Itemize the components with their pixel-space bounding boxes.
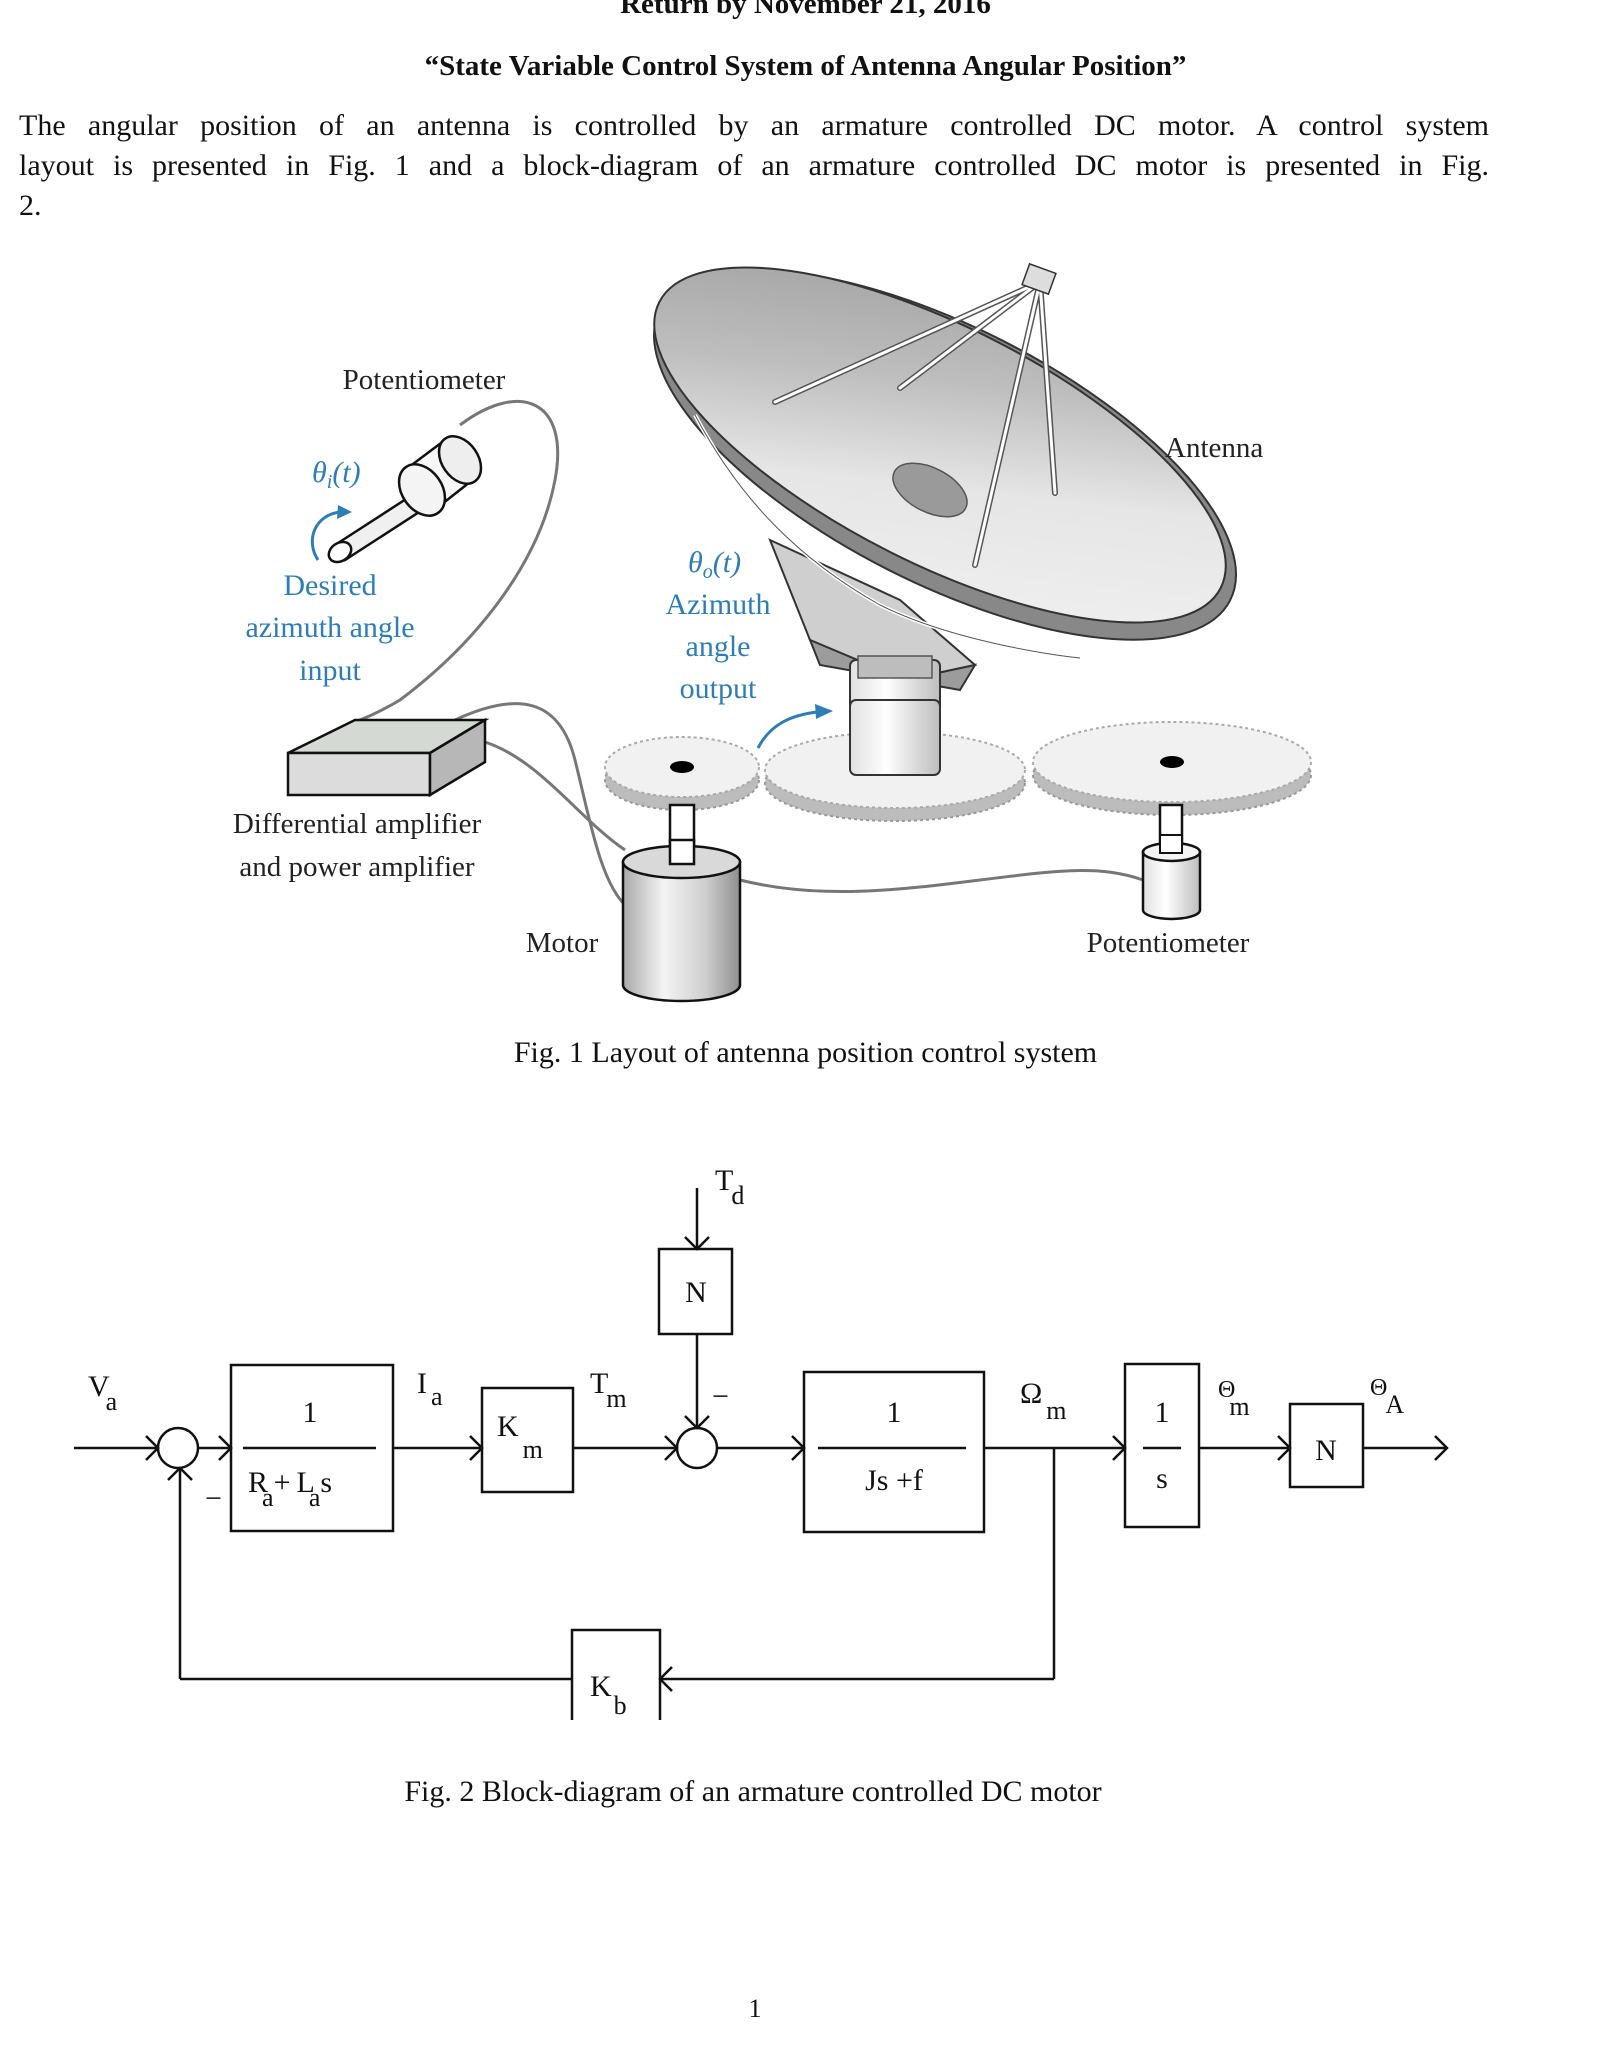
antenna-dish-icon xyxy=(653,262,1237,660)
label-va: Va xyxy=(88,1370,118,1416)
cables xyxy=(354,399,1144,907)
input-potentiometer-icon xyxy=(310,435,483,564)
label-output-1: Azimuth xyxy=(666,588,771,621)
integrator-denominator: s xyxy=(1156,1462,1168,1495)
label-theta-o: θo(t) xyxy=(688,546,741,583)
label-motor: Motor xyxy=(526,927,599,959)
label-desired-2: azimuth angle xyxy=(245,611,414,644)
gear-train-icon xyxy=(604,699,1312,822)
label-input-potentiometer: Potentiometer xyxy=(343,364,506,396)
intro-line: The angular position of an antenna is co… xyxy=(19,109,1489,142)
label-antenna: Antenna xyxy=(1165,432,1263,464)
label-amplifier-2: and power amplifier xyxy=(239,851,474,883)
figure-2-caption: Fig. 2 Block-diagram of an armature cont… xyxy=(404,1775,1102,1808)
label-tm: Tm xyxy=(590,1367,627,1413)
block-kb xyxy=(570,1628,662,1720)
mechanical-denominator: Js +f xyxy=(865,1464,923,1497)
output-potentiometer-icon xyxy=(1141,803,1202,921)
km-label: Km xyxy=(497,1410,543,1464)
sign-disturbance-minus: − xyxy=(712,1380,729,1413)
block-km xyxy=(480,1386,575,1494)
label-output-2: angle xyxy=(686,630,751,663)
n-gear-label: N xyxy=(1315,1434,1337,1467)
summing-junction-1 xyxy=(156,1426,200,1470)
block-mechanical xyxy=(802,1370,986,1534)
document-title: “State Variable Control System of Antenn… xyxy=(424,50,1187,82)
figure-1-illustration: Potentiometer θi(t) Desired azimuth angl… xyxy=(233,262,1312,1003)
block-n-disturbance xyxy=(657,1247,734,1336)
kb-label: Kb xyxy=(590,1670,627,1720)
block-n-gear xyxy=(1288,1402,1365,1489)
summing-junction-2 xyxy=(675,1426,719,1470)
intro-line: 2. xyxy=(19,189,42,222)
armature-denominator: Ra+Las xyxy=(248,1466,332,1512)
armature-numerator: 1 xyxy=(303,1396,318,1429)
sign-feedback-minus: − xyxy=(205,1482,222,1515)
intro-paragraph: The angular position of an antenna is co… xyxy=(19,106,1489,226)
integrator-numerator: 1 xyxy=(1155,1396,1170,1429)
label-desired-1: Desired xyxy=(283,569,376,602)
figure-1-caption: Fig. 1 Layout of antenna position contro… xyxy=(513,1036,1098,1069)
intro-line: layout is presented in Fig. 1 and a bloc… xyxy=(19,149,1489,182)
motor-icon xyxy=(621,803,742,1003)
label-desired-3: input xyxy=(299,654,361,687)
label-theta-i: θi(t) xyxy=(312,456,361,493)
mechanical-numerator: 1 xyxy=(887,1396,902,1429)
label-amplifier-1: Differential amplifier xyxy=(233,808,482,840)
label-omega-m: Ωm xyxy=(1020,1377,1067,1425)
block-integrator xyxy=(1123,1362,1201,1529)
arrowheads xyxy=(145,1236,1449,1692)
label-output-3: output xyxy=(680,672,757,705)
n-disturbance-label: N xyxy=(685,1276,707,1309)
page-number: 1 xyxy=(748,1994,762,2023)
label-td: Td xyxy=(715,1164,744,1210)
return-date: Return by November 21, 2016 xyxy=(620,0,991,20)
amplifier-box-icon xyxy=(286,717,490,798)
label-output-potentiometer: Potentiometer xyxy=(1087,927,1250,959)
